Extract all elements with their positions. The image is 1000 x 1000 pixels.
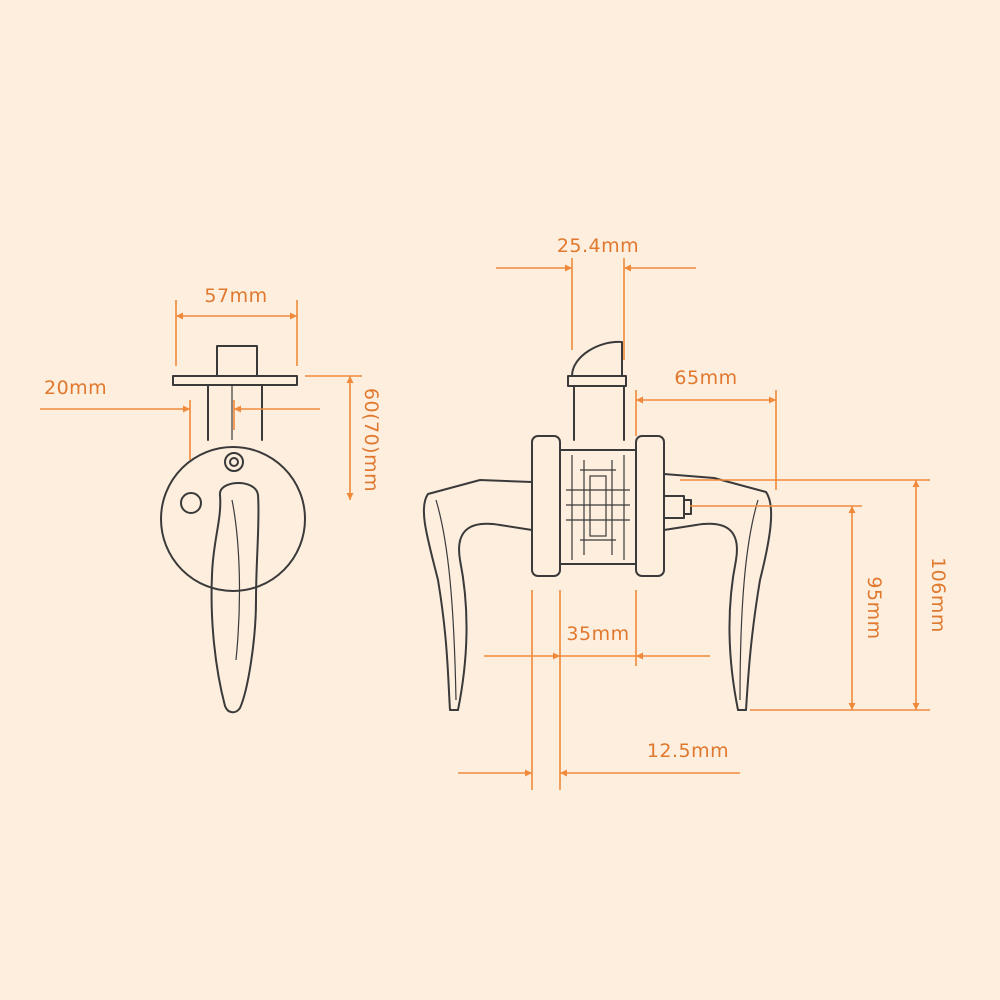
side-view [160,345,306,714]
screw-hole [224,452,244,472]
front-view [422,340,773,711]
lever-handle-highlight [231,499,241,661]
dim-57-label: 57mm [204,285,267,307]
right-lever [663,473,773,711]
chassis-internals [566,455,630,560]
left-lever-edge [435,499,457,701]
screw-hole-inner [229,457,239,467]
chassis-core [589,475,607,537]
dim-25-label: 25.4mm [557,235,639,257]
dim-35-label: 35mm [566,623,629,645]
latch-plate [567,375,627,387]
faceplate [172,375,298,386]
dim-95-label: 95mm [863,576,885,639]
left-lever [422,479,533,711]
latch-tube [207,384,263,441]
latch-bolt [571,340,623,377]
dim-65-label: 65mm [674,367,737,389]
right-lever-edge [739,499,759,701]
dim-20-label: 20mm [44,377,107,399]
lever-handle-front [210,482,260,714]
dim-60-label: 60(70)mm [360,388,382,492]
dim-106-label: 106mm [927,557,949,633]
emergency-release-hole [180,492,202,514]
latch-body [573,385,625,441]
lock-chassis [559,449,637,565]
dim-12-label: 12.5mm [647,740,729,762]
rose-plate [160,446,306,592]
thumb-turn-tip [683,499,692,515]
dimension-annotations: 57mm 20mm 60(70)mm 25.4mm 65mm 106mm 95m… [40,235,949,790]
